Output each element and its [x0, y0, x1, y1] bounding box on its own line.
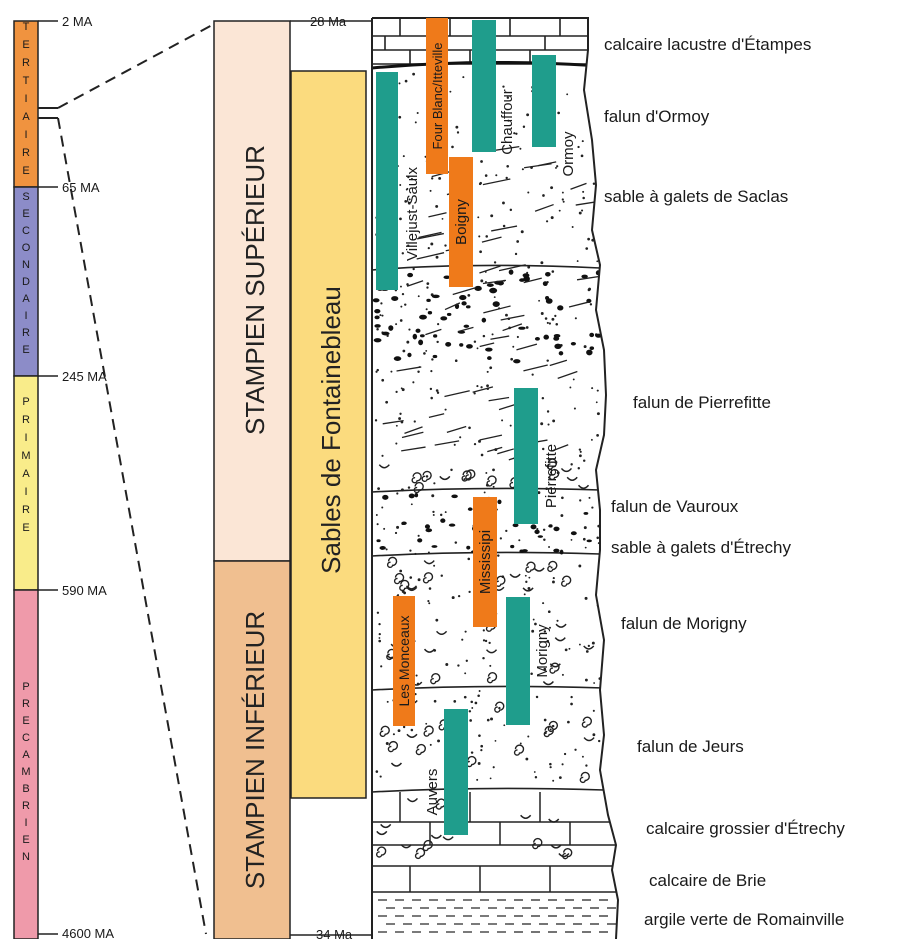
svg-text:R: R	[22, 147, 30, 159]
locality-morigny-label: Morigny	[534, 624, 551, 678]
layer-calcaire-grossier-etrechy: calcaire grossier d'Étrechy	[646, 819, 845, 838]
locality-pierrefitte-bar	[514, 388, 538, 524]
svg-text:I: I	[24, 817, 27, 829]
age-label-4600ma: 4600 MA	[62, 926, 114, 939]
svg-text:P: P	[22, 681, 29, 693]
age-label-65ma: 65 MA	[62, 180, 100, 195]
locality-mississipi-label: Mississipi	[477, 530, 494, 594]
era-age-labels: 2 MA 65 MA 245 MA 590 MA 4600 MA	[62, 14, 114, 939]
layer-falun-jeurs: falun de Jeurs	[637, 737, 744, 756]
svg-text:S: S	[22, 191, 29, 203]
locality-chauffour-label: Chauffour	[499, 89, 516, 155]
svg-text:E: E	[22, 715, 29, 727]
svg-text:I: I	[24, 310, 27, 322]
svg-text:N: N	[22, 851, 30, 863]
sables-label: Sables de Fontainebleau	[316, 286, 346, 574]
svg-text:N: N	[22, 259, 30, 271]
svg-text:I: I	[24, 129, 27, 141]
stampien-column: STAMPIEN SUPÉRIEUR STAMPIEN INFÉRIEUR	[214, 21, 290, 939]
svg-text:T: T	[23, 75, 30, 87]
svg-text:R: R	[22, 800, 30, 812]
layer-calcaire-lacustre-etampes: calcaire lacustre d'Étampes	[604, 35, 811, 54]
svg-text:C: C	[22, 225, 30, 237]
era-age-ticks	[38, 21, 58, 934]
locality-ormoy-bar	[532, 55, 556, 147]
svg-text:I: I	[24, 486, 27, 498]
svg-text:E: E	[22, 344, 29, 356]
locality-auvers-bar	[444, 709, 468, 835]
layer-falun-vauroux: falun de Vauroux	[611, 497, 739, 516]
era-primaire-box	[14, 376, 38, 590]
age-label-245ma: 245 MA	[62, 369, 107, 384]
locality-villejust-saulx-bar	[376, 72, 398, 290]
column-age-bottom: 34 Ma	[316, 927, 353, 939]
svg-text:M: M	[21, 450, 30, 462]
locality-morigny-bar	[506, 597, 530, 725]
svg-text:D: D	[22, 276, 30, 288]
svg-text:I: I	[24, 432, 27, 444]
svg-text:M: M	[21, 766, 30, 778]
zoom-connector	[38, 24, 214, 934]
layer-falun-morigny: falun de Morigny	[621, 614, 747, 633]
svg-text:R: R	[22, 327, 30, 339]
svg-text:A: A	[22, 111, 30, 123]
column-age-top: 28 Ma	[310, 14, 347, 29]
locality-four-blanc-itteville-label: Four Blanc/Itteville	[430, 43, 445, 150]
stampien-superieur-label: STAMPIEN SUPÉRIEUR	[240, 145, 270, 435]
svg-text:E: E	[22, 522, 29, 534]
layer-labels: calcaire lacustre d'Étampes falun d'Ormo…	[604, 35, 845, 929]
locality-chauffour-bar	[472, 20, 496, 152]
layer-argile-verte-romainville: argile verte de Romainville	[644, 910, 844, 929]
svg-text:R: R	[22, 698, 30, 710]
svg-text:R: R	[22, 414, 30, 426]
locality-ormoy-label: Ormoy	[560, 131, 577, 177]
sables-column: Sables de Fontainebleau	[291, 71, 366, 798]
svg-text:R: R	[22, 57, 30, 69]
layer-falun-pierrefitte: falun de Pierrefitte	[633, 393, 771, 412]
layer-calcaire-brie: calcaire de Brie	[649, 871, 766, 890]
age-label-590ma: 590 MA	[62, 583, 107, 598]
svg-text:E: E	[22, 39, 29, 51]
svg-text:I: I	[24, 93, 27, 105]
svg-text:E: E	[22, 208, 29, 220]
locality-les-monceaux-label: Les Monceaux	[396, 615, 412, 706]
locality-boigny-label: Boigny	[453, 199, 470, 245]
svg-text:A: A	[22, 749, 30, 761]
lithology-column	[372, 18, 632, 939]
svg-text:O: O	[22, 242, 31, 254]
svg-text:R: R	[22, 504, 30, 516]
age-label-2ma: 2 MA	[62, 14, 93, 29]
svg-text:A: A	[22, 468, 30, 480]
locality-villejust-saulx-label: Villejust-Saulx	[404, 167, 421, 261]
locality-pierrefitte-label: Pierrefitte	[543, 444, 560, 508]
layer-sable-galets-etrechy: sable à galets d'Étrechy	[611, 538, 791, 557]
svg-text:A: A	[22, 293, 30, 305]
layer-falun-ormoy: falun d'Ormoy	[604, 107, 710, 126]
svg-text:P: P	[22, 396, 29, 408]
svg-text:E: E	[22, 834, 29, 846]
svg-text:B: B	[22, 783, 29, 795]
layer-sable-galets-saclas: sable à galets de Saclas	[604, 187, 788, 206]
svg-text:E: E	[22, 165, 29, 177]
era-precambrien-box	[14, 590, 38, 939]
svg-text:T: T	[23, 21, 30, 33]
stampien-inferieur-label: STAMPIEN INFÉRIEUR	[240, 611, 270, 889]
svg-text:C: C	[22, 732, 30, 744]
locality-auvers-label: Auvers	[424, 769, 441, 816]
